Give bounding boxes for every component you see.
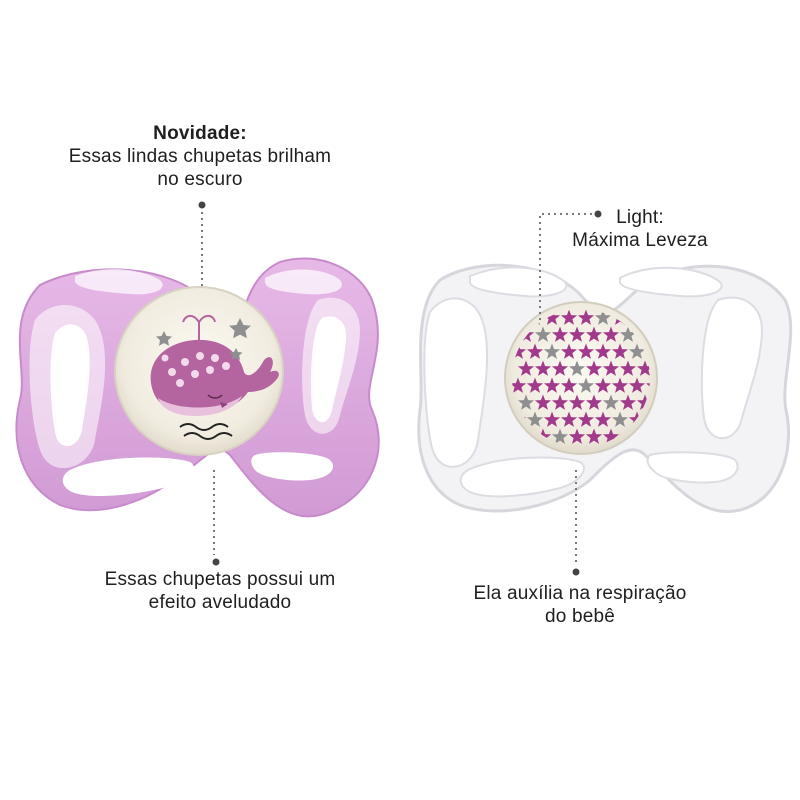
star-shape xyxy=(585,394,603,410)
star-shape xyxy=(594,411,612,427)
star-shape xyxy=(585,326,603,342)
star-shape xyxy=(526,411,544,427)
star-shape xyxy=(594,343,612,359)
star-shape xyxy=(636,394,650,410)
star-shape xyxy=(602,360,620,376)
star-shape xyxy=(551,326,569,342)
star-shape xyxy=(543,309,561,325)
leader-dots xyxy=(198,201,602,576)
star-shape xyxy=(543,377,561,393)
aveludado-line-1: Essas chupetas possui um xyxy=(104,569,336,590)
pink-pacifier xyxy=(15,257,380,518)
star-shape xyxy=(551,360,569,376)
star-shape xyxy=(577,377,595,393)
star-shape xyxy=(534,394,552,410)
light-line-1: Máxima Leveza xyxy=(572,230,708,251)
star-shape xyxy=(568,360,586,376)
caption-aveludado: Essas chupetas possui um efeito aveludad… xyxy=(60,568,380,614)
star-shape xyxy=(526,343,544,359)
star-shape xyxy=(551,428,569,444)
light-heading: Light: xyxy=(616,207,664,228)
star-shape xyxy=(551,394,569,410)
star-shape xyxy=(594,309,612,325)
star-shape xyxy=(611,377,629,393)
star-shape xyxy=(568,326,586,342)
star-shape xyxy=(534,326,552,342)
star-shape xyxy=(636,360,650,376)
star-shape xyxy=(517,394,535,410)
star-shape xyxy=(602,326,620,342)
star-shape xyxy=(512,343,527,359)
aveludado-line-2: efeito aveludado xyxy=(148,592,292,613)
star-shape xyxy=(602,428,620,444)
leader-lines xyxy=(201,212,592,565)
star-shape xyxy=(585,428,603,444)
star-shape xyxy=(560,309,578,325)
star-shape xyxy=(585,360,603,376)
novidade-line-1: Essas lindas chupetas brilham xyxy=(68,146,332,167)
star-shape xyxy=(560,411,578,427)
caption-novidade: Novidade: Essas lindas chupetas brilham … xyxy=(40,122,360,191)
star-shape xyxy=(594,377,612,393)
respiracao-line-2: do bebê xyxy=(544,606,616,627)
leader-dot-novidade xyxy=(198,201,206,209)
star-shape xyxy=(560,377,578,393)
star-shape xyxy=(619,360,637,376)
novidade-heading: Novidade: xyxy=(153,123,247,144)
star-shape xyxy=(602,394,620,410)
star-shape xyxy=(611,411,629,427)
star-shape xyxy=(517,360,535,376)
respiracao-line-1: Ela auxília na respiração xyxy=(473,583,687,604)
star-shape xyxy=(628,377,646,393)
star-shape xyxy=(619,394,637,410)
star-shape xyxy=(568,428,586,444)
whale-icon xyxy=(150,315,279,440)
star-shape xyxy=(543,343,561,359)
star-shape xyxy=(577,343,595,359)
leader-dot-respiracao xyxy=(572,568,580,576)
star-shape xyxy=(568,394,586,410)
star-shape xyxy=(619,326,637,342)
star-shape xyxy=(534,360,552,376)
caption-respiracao: Ela auxília na respiração do bebê xyxy=(430,582,730,628)
star-shape xyxy=(560,343,578,359)
star-shape xyxy=(611,343,629,359)
leader-dot-light xyxy=(594,210,602,218)
star-shape xyxy=(628,343,646,359)
leader-dot-aveludado xyxy=(212,558,220,566)
novidade-line-2: no escuro xyxy=(157,169,243,190)
star-shape xyxy=(512,377,527,393)
star-shape xyxy=(543,411,561,427)
star-shape xyxy=(577,411,595,427)
star-shape xyxy=(577,309,595,325)
caption-light: Light: Máxima Leveza xyxy=(520,206,760,252)
star-shape xyxy=(526,377,544,393)
